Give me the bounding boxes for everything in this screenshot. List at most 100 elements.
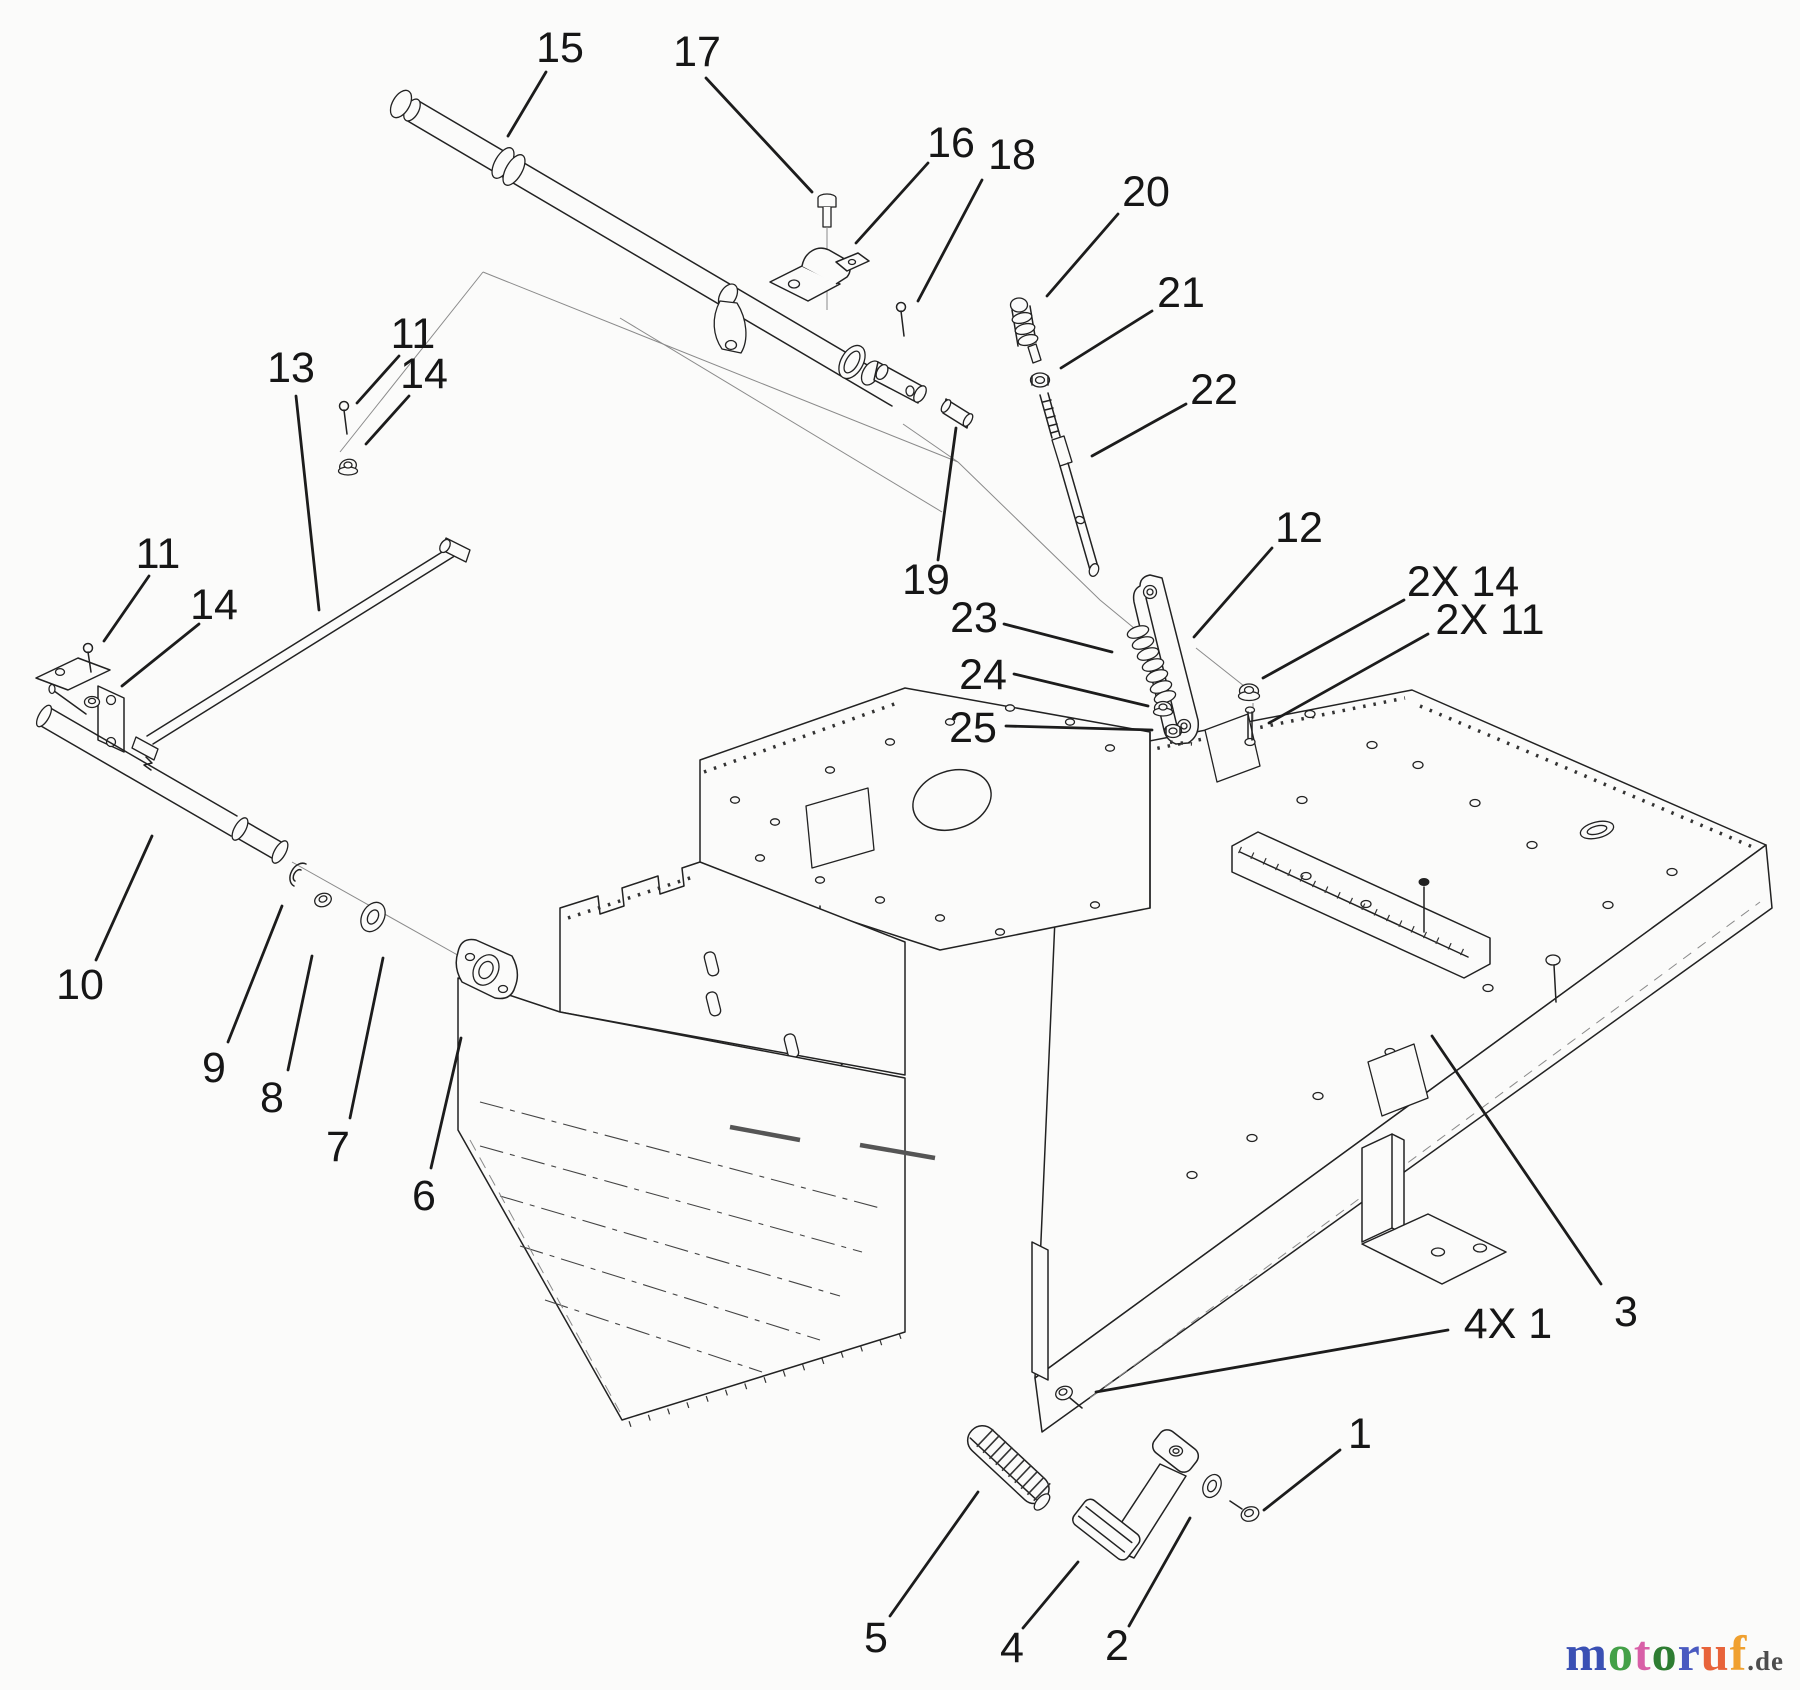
washer-7 xyxy=(360,901,386,933)
deck-center-rail xyxy=(1231,831,1491,979)
hatch-tick xyxy=(1410,925,1415,933)
hatch-tick xyxy=(724,1389,728,1396)
rod-15-hanger-strap xyxy=(713,283,747,354)
callout-label-10-19: 10 xyxy=(56,961,104,1009)
leader-line-2X-11-9 xyxy=(1267,632,1430,725)
flange-nut-2x14 xyxy=(1237,683,1261,702)
nut-8 xyxy=(314,892,332,908)
callout-label-21-5: 21 xyxy=(1157,269,1205,317)
pin-18 xyxy=(895,301,907,337)
leader-line-21-5 xyxy=(1059,309,1154,370)
motoruf-logo-suffix: .de xyxy=(1747,1646,1784,1676)
left-baffle xyxy=(457,977,936,1421)
callout-label-22-6: 22 xyxy=(1190,366,1238,414)
logo-letter: u xyxy=(1700,1625,1730,1681)
callout-label-20-4: 20 xyxy=(1122,168,1170,216)
deck-bolt-3-target xyxy=(1545,954,1561,1003)
hatch-tick xyxy=(821,1358,825,1365)
leader-line-18-3 xyxy=(916,178,984,303)
leader-line-13-14 xyxy=(294,394,321,612)
shaft-10 xyxy=(35,704,289,864)
clamp-16 xyxy=(769,247,870,302)
hatch-tick xyxy=(667,1408,671,1415)
nut-21 xyxy=(1029,372,1051,388)
hatch-tick xyxy=(859,1345,863,1352)
leader-line-6-23 xyxy=(429,1036,463,1170)
hatch-tick xyxy=(1262,857,1267,865)
leader-line-9-20 xyxy=(226,904,284,1044)
nut-14-left xyxy=(83,695,101,709)
rod-15-end-pivot xyxy=(838,344,927,404)
callout-label-7-22: 7 xyxy=(326,1123,350,1171)
callout-label-11-15: 11 xyxy=(391,310,436,358)
callout-label-19-10: 19 xyxy=(902,556,950,604)
leader-line-7-22 xyxy=(348,956,385,1120)
nut-24 xyxy=(1152,700,1174,717)
leader-line-16-2 xyxy=(854,161,930,245)
rod-22 xyxy=(1039,392,1100,577)
spring-23 xyxy=(1126,625,1177,704)
hatch-tick xyxy=(1385,914,1391,922)
callout-label-12-7: 12 xyxy=(1275,504,1323,552)
hatch-tick xyxy=(995,1446,1013,1466)
hatch-tick xyxy=(1459,948,1465,956)
hatch-tick xyxy=(879,1339,883,1346)
callout-label-14-18: 14 xyxy=(190,581,238,629)
leader-line-24-12 xyxy=(1012,672,1150,708)
callout-label-4-28: 4 xyxy=(1000,1624,1024,1672)
hatch-tick xyxy=(840,1351,844,1358)
hatch-tick xyxy=(988,1440,1007,1460)
callout-label-14-16: 14 xyxy=(400,350,448,398)
balljoint-20 xyxy=(1009,297,1042,364)
leader-line-17-1 xyxy=(704,76,814,194)
leader-line-12-7 xyxy=(1192,546,1274,639)
flange-bearing-6 xyxy=(455,938,519,1000)
hatch-tick xyxy=(982,1434,1001,1454)
leader-line-15-0 xyxy=(506,70,548,138)
hatch-tick xyxy=(1435,937,1440,945)
callout-label-8-21: 8 xyxy=(260,1074,284,1122)
hatch-tick xyxy=(1336,891,1341,899)
deck-bolt-heads xyxy=(1186,709,1678,1180)
rod-13 xyxy=(131,537,471,771)
bolt-17 xyxy=(817,193,837,310)
logo-letter: o xyxy=(1607,1625,1634,1681)
cotter-pin-2x11 xyxy=(1244,706,1256,741)
callout-label-13-14: 13 xyxy=(267,344,315,392)
leader-line-11-17 xyxy=(102,574,151,643)
hatch-tick xyxy=(1299,874,1304,882)
leader-line-2-29 xyxy=(1127,1516,1192,1628)
callout-label-2X-11-9: 2X 11 xyxy=(1435,596,1544,644)
leader-line-11-15 xyxy=(355,354,401,405)
leader-line-3-24 xyxy=(1430,1034,1603,1286)
hatch-tick xyxy=(1033,1482,1051,1502)
hatch-tick xyxy=(1373,908,1378,916)
grip-5 xyxy=(966,1424,1051,1511)
logo-letter: t xyxy=(1633,1625,1652,1681)
logo-letter: f xyxy=(1729,1625,1748,1681)
logo-letter: r xyxy=(1677,1625,1701,1681)
callout-label-5-27: 5 xyxy=(864,1614,888,1662)
hatch-tick xyxy=(1324,886,1329,894)
deck-rear-bracket xyxy=(1361,1043,1507,1285)
washer-1 xyxy=(1202,1473,1222,1499)
callout-label-3-24: 3 xyxy=(1614,1288,1638,1336)
leader-line-8-21 xyxy=(286,954,314,1072)
leader-line-20-4 xyxy=(1045,212,1120,298)
leader-line-2X-14-8 xyxy=(1261,598,1406,680)
callout-label-2-29: 2 xyxy=(1105,1622,1129,1670)
hatch-tick xyxy=(705,1395,709,1402)
hatch-tick xyxy=(1287,869,1292,877)
callout-label-25-13: 25 xyxy=(949,704,997,752)
leader-line-22-6 xyxy=(1090,402,1188,458)
hatch-tick xyxy=(898,1332,902,1340)
pin-19 xyxy=(940,398,974,429)
front-corner-post xyxy=(1031,1241,1049,1381)
callout-label-6-23: 6 xyxy=(412,1172,436,1220)
leader-line-5-27 xyxy=(888,1490,980,1618)
leader-line-10-19 xyxy=(94,834,154,962)
lever-2-4 xyxy=(1072,1429,1200,1561)
hatch-tick xyxy=(744,1383,748,1390)
hatch-tick xyxy=(1020,1470,1039,1490)
rod-15 xyxy=(389,89,904,407)
